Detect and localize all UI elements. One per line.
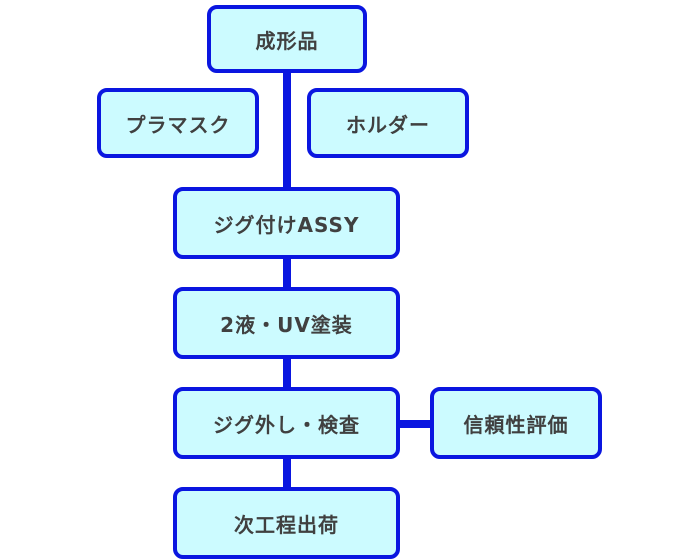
inspection-to-reliability-connector <box>398 420 432 428</box>
node-plastic-mask-label: プラマスク <box>125 112 231 137</box>
node-shipping: 次工程出荷 <box>173 487 400 559</box>
node-jig-assy-label: ジグ付けASSY <box>213 212 360 237</box>
node-shipping-label: 次工程出荷 <box>234 512 339 537</box>
node-holder: ホルダー <box>307 88 469 158</box>
node-reliability-evaluation: 信頼性評価 <box>430 387 602 459</box>
node-molded-part: 成形品 <box>207 5 367 73</box>
node-holder-label: ホルダー <box>346 112 430 137</box>
main-vertical-connector <box>283 70 291 490</box>
node-coating-label: 2液・UV塗装 <box>220 312 353 337</box>
node-coating: 2液・UV塗装 <box>173 287 400 359</box>
node-molded-part-label: 成形品 <box>255 28 319 53</box>
node-reliability-evaluation-label: 信頼性評価 <box>463 412 569 437</box>
node-plastic-mask: プラマスク <box>97 88 259 158</box>
node-jig-assy: ジグ付けASSY <box>173 187 400 259</box>
node-jig-removal-inspection-label: ジグ外し・検査 <box>213 412 360 437</box>
node-jig-removal-inspection: ジグ外し・検査 <box>173 387 400 459</box>
